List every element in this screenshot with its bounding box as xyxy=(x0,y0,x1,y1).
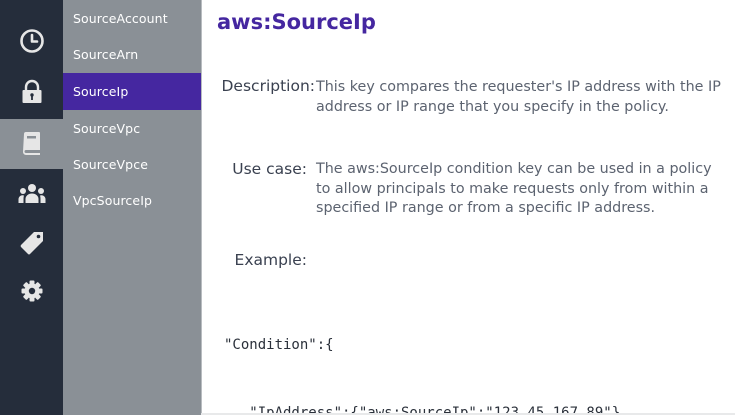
example-label: Example: xyxy=(234,251,307,269)
users-icon xyxy=(18,184,45,203)
rail-item-users[interactable] xyxy=(0,169,63,219)
list-item-label: SourceArn xyxy=(73,47,139,62)
list-item-vpcsourceip[interactable]: VpcSourceIp xyxy=(63,182,201,219)
rail-item-security[interactable] xyxy=(0,67,63,117)
detail-pane: aws:SourceIp Description: This key compa… xyxy=(201,0,735,415)
description-line: address or IP range that you specify in … xyxy=(316,98,669,115)
description-line: This key compares the requester's IP add… xyxy=(316,79,721,95)
list-item-sourceaccount[interactable]: SourceAccount xyxy=(63,0,201,37)
description-label: Description: xyxy=(221,77,316,95)
list-item-sourceip[interactable]: SourceIp xyxy=(63,73,201,110)
clock-icon xyxy=(19,29,44,53)
page-title: aws:SourceIp xyxy=(217,10,376,34)
tag-icon xyxy=(20,232,43,255)
bottom-divider xyxy=(201,413,735,415)
use-case-text: The aws:SourceIp condition key can be us… xyxy=(316,160,712,219)
rail-item-reference[interactable] xyxy=(0,119,63,169)
rail-item-tags[interactable] xyxy=(0,218,63,268)
list-item-sourcevpc[interactable]: SourceVpc xyxy=(63,110,201,147)
list-item-sourcevpce[interactable]: SourceVpce xyxy=(63,146,201,183)
use-case-label: Use case: xyxy=(232,160,307,178)
list-item-label: SourceAccount xyxy=(73,11,168,26)
lock-icon xyxy=(22,79,41,103)
list-item-sourcearn[interactable]: SourceArn xyxy=(63,36,201,73)
book-icon xyxy=(22,132,40,155)
rail-item-history[interactable] xyxy=(0,16,63,66)
use-case-line: to allow principals to make requests onl… xyxy=(316,180,709,197)
example-code: "Condition":{ "IpAddress":{"aws:SourceIp… xyxy=(224,289,620,415)
list-item-label: SourceVpce xyxy=(73,157,148,172)
list-item-label: VpcSourceIp xyxy=(73,193,153,208)
list-item-label: SourceVpc xyxy=(73,121,141,136)
condition-key-list: SourceAccount SourceArn SourceIp SourceV… xyxy=(63,0,201,415)
rail-item-settings[interactable] xyxy=(0,266,63,316)
description-text: This key compares the requester's IP add… xyxy=(316,78,721,117)
code-line: "Condition":{ xyxy=(224,337,334,353)
use-case-line: The aws:SourceIp condition key can be us… xyxy=(316,161,712,177)
list-item-label: SourceIp xyxy=(73,84,129,99)
icon-rail xyxy=(0,0,63,415)
use-case-line: specified IP range or from a specific IP… xyxy=(316,200,656,216)
gear-icon xyxy=(21,280,42,302)
code-line: "IpAddress":{"aws:SourceIp":"123.45.167.… xyxy=(224,404,621,415)
